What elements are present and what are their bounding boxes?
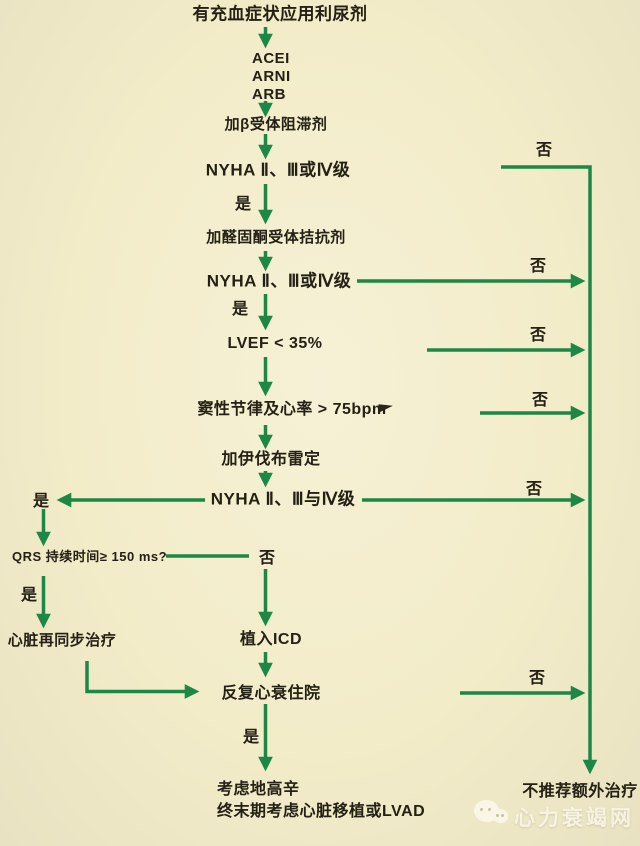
node-arni: ARNI — [252, 68, 291, 85]
node-digoxin: 考虑地高辛 — [217, 781, 300, 799]
watermark: 心力衰竭网 — [474, 798, 634, 838]
node-diuretic: 有充血症状应用利尿剂 — [192, 4, 368, 24]
label-no-3: 否 — [529, 327, 547, 344]
label-no-5: 否 — [525, 481, 543, 498]
label-no-4: 否 — [531, 392, 549, 409]
node-sinus-rhythm: 窦性节律及心率 > 75bpm — [197, 401, 387, 419]
node-rehospitalization: 反复心衰住院 — [221, 685, 321, 703]
node-lvef: LVEF < 35% — [227, 335, 323, 353]
label-no-1: 否 — [535, 142, 553, 159]
node-icd: 植入ICD — [239, 631, 303, 649]
node-acei-arni-arb: ACEI ARNI ARB — [252, 50, 291, 104]
watermark-text: 心力衰竭网 — [514, 807, 634, 830]
label-yes-5: 是 — [242, 729, 260, 746]
node-nyha-3: NYHA Ⅱ、Ⅲ与Ⅳ级 — [210, 489, 356, 509]
node-crt: 心脏再同步治疗 — [7, 631, 117, 649]
wechat-logo-icon — [474, 800, 512, 832]
node-end-stage: 终末期考虑心脏移植或LVAD — [217, 803, 426, 821]
node-nyha-1: NYHA Ⅱ、Ⅲ或Ⅳ级 — [205, 160, 351, 180]
node-no-additional-therapy: 不推荐额外治疗 — [522, 783, 638, 801]
label-yes-3: 是 — [32, 493, 50, 510]
label-no-6: 否 — [258, 550, 276, 567]
node-mra: 加醛固酮受体拮抗剂 — [206, 228, 346, 246]
node-ivabradine: 加伊伐布雷定 — [221, 451, 321, 469]
node-beta-blocker: 加β受体阻滞剂 — [224, 115, 328, 133]
label-yes-4: 是 — [20, 587, 38, 604]
label-no-7: 否 — [528, 670, 546, 687]
label-yes-1: 是 — [234, 196, 252, 213]
small-black-arrow-icon — [378, 401, 394, 413]
node-arb: ARB — [252, 86, 286, 103]
node-qrs: QRS 持续时间≥ 150 ms? — [12, 548, 168, 564]
node-acei: ACEI — [252, 50, 290, 67]
label-yes-2: 是 — [231, 301, 249, 318]
node-nyha-2: NYHA Ⅱ、Ⅲ或Ⅳ级 — [206, 271, 352, 291]
label-no-2: 否 — [529, 258, 547, 275]
